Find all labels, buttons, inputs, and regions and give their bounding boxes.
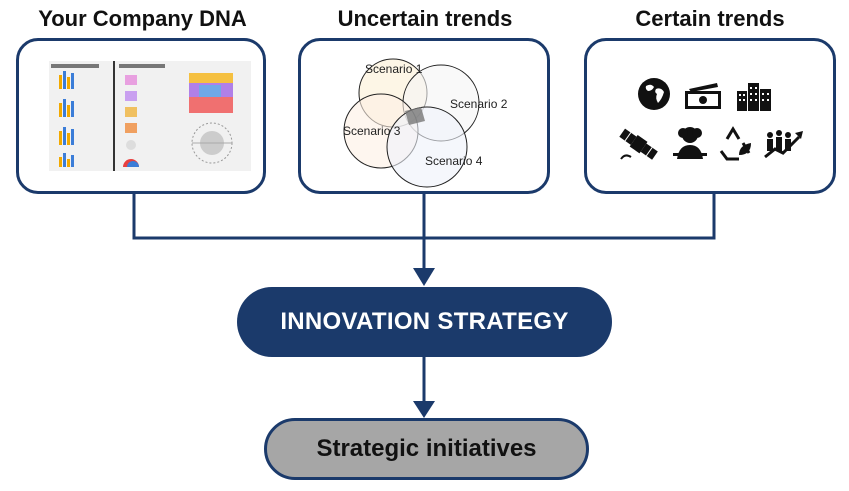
scenario-1-label: Scenario 1 bbox=[365, 62, 423, 76]
city-buildings-icon bbox=[737, 83, 771, 111]
arrow-to-strategy bbox=[413, 268, 435, 286]
scenario-3-label: Scenario 3 bbox=[343, 124, 401, 138]
dna-thumbnail bbox=[49, 61, 251, 171]
heading-company-dna: Your Company DNA bbox=[38, 6, 247, 31]
money-icon bbox=[685, 83, 721, 109]
company-dna-panel bbox=[16, 38, 266, 194]
scenario-4-circle bbox=[386, 106, 468, 188]
strategic-initiatives-label: Strategic initiatives bbox=[316, 435, 537, 462]
scenario-2-label: Scenario 2 bbox=[450, 97, 508, 111]
globe-icon bbox=[638, 78, 670, 110]
strategic-initiatives-box: Strategic initiatives bbox=[264, 418, 589, 480]
heading-uncertain-trends: Uncertain trends bbox=[337, 6, 513, 31]
certain-trends-panel bbox=[584, 38, 836, 194]
uncertain-trends-panel: Scenario 1 Scenario 2 Scenario 3 Scenari… bbox=[298, 38, 550, 194]
scenario-4-label: Scenario 4 bbox=[425, 154, 483, 168]
growth-people-icon bbox=[764, 130, 803, 159]
recycle-leaf-icon bbox=[719, 126, 751, 161]
population-icon bbox=[673, 127, 707, 159]
innovation-strategy-box: INNOVATION STRATEGY bbox=[237, 287, 612, 357]
venn-core bbox=[405, 107, 425, 125]
heading-certain-trends: Certain trends bbox=[635, 6, 785, 31]
arrow-to-initiatives bbox=[413, 401, 435, 418]
scenario-venn: Scenario 1 Scenario 2 Scenario 3 Scenari… bbox=[343, 58, 508, 188]
innovation-strategy-label: INNOVATION STRATEGY bbox=[280, 308, 569, 335]
satellite-icon bbox=[619, 128, 658, 160]
